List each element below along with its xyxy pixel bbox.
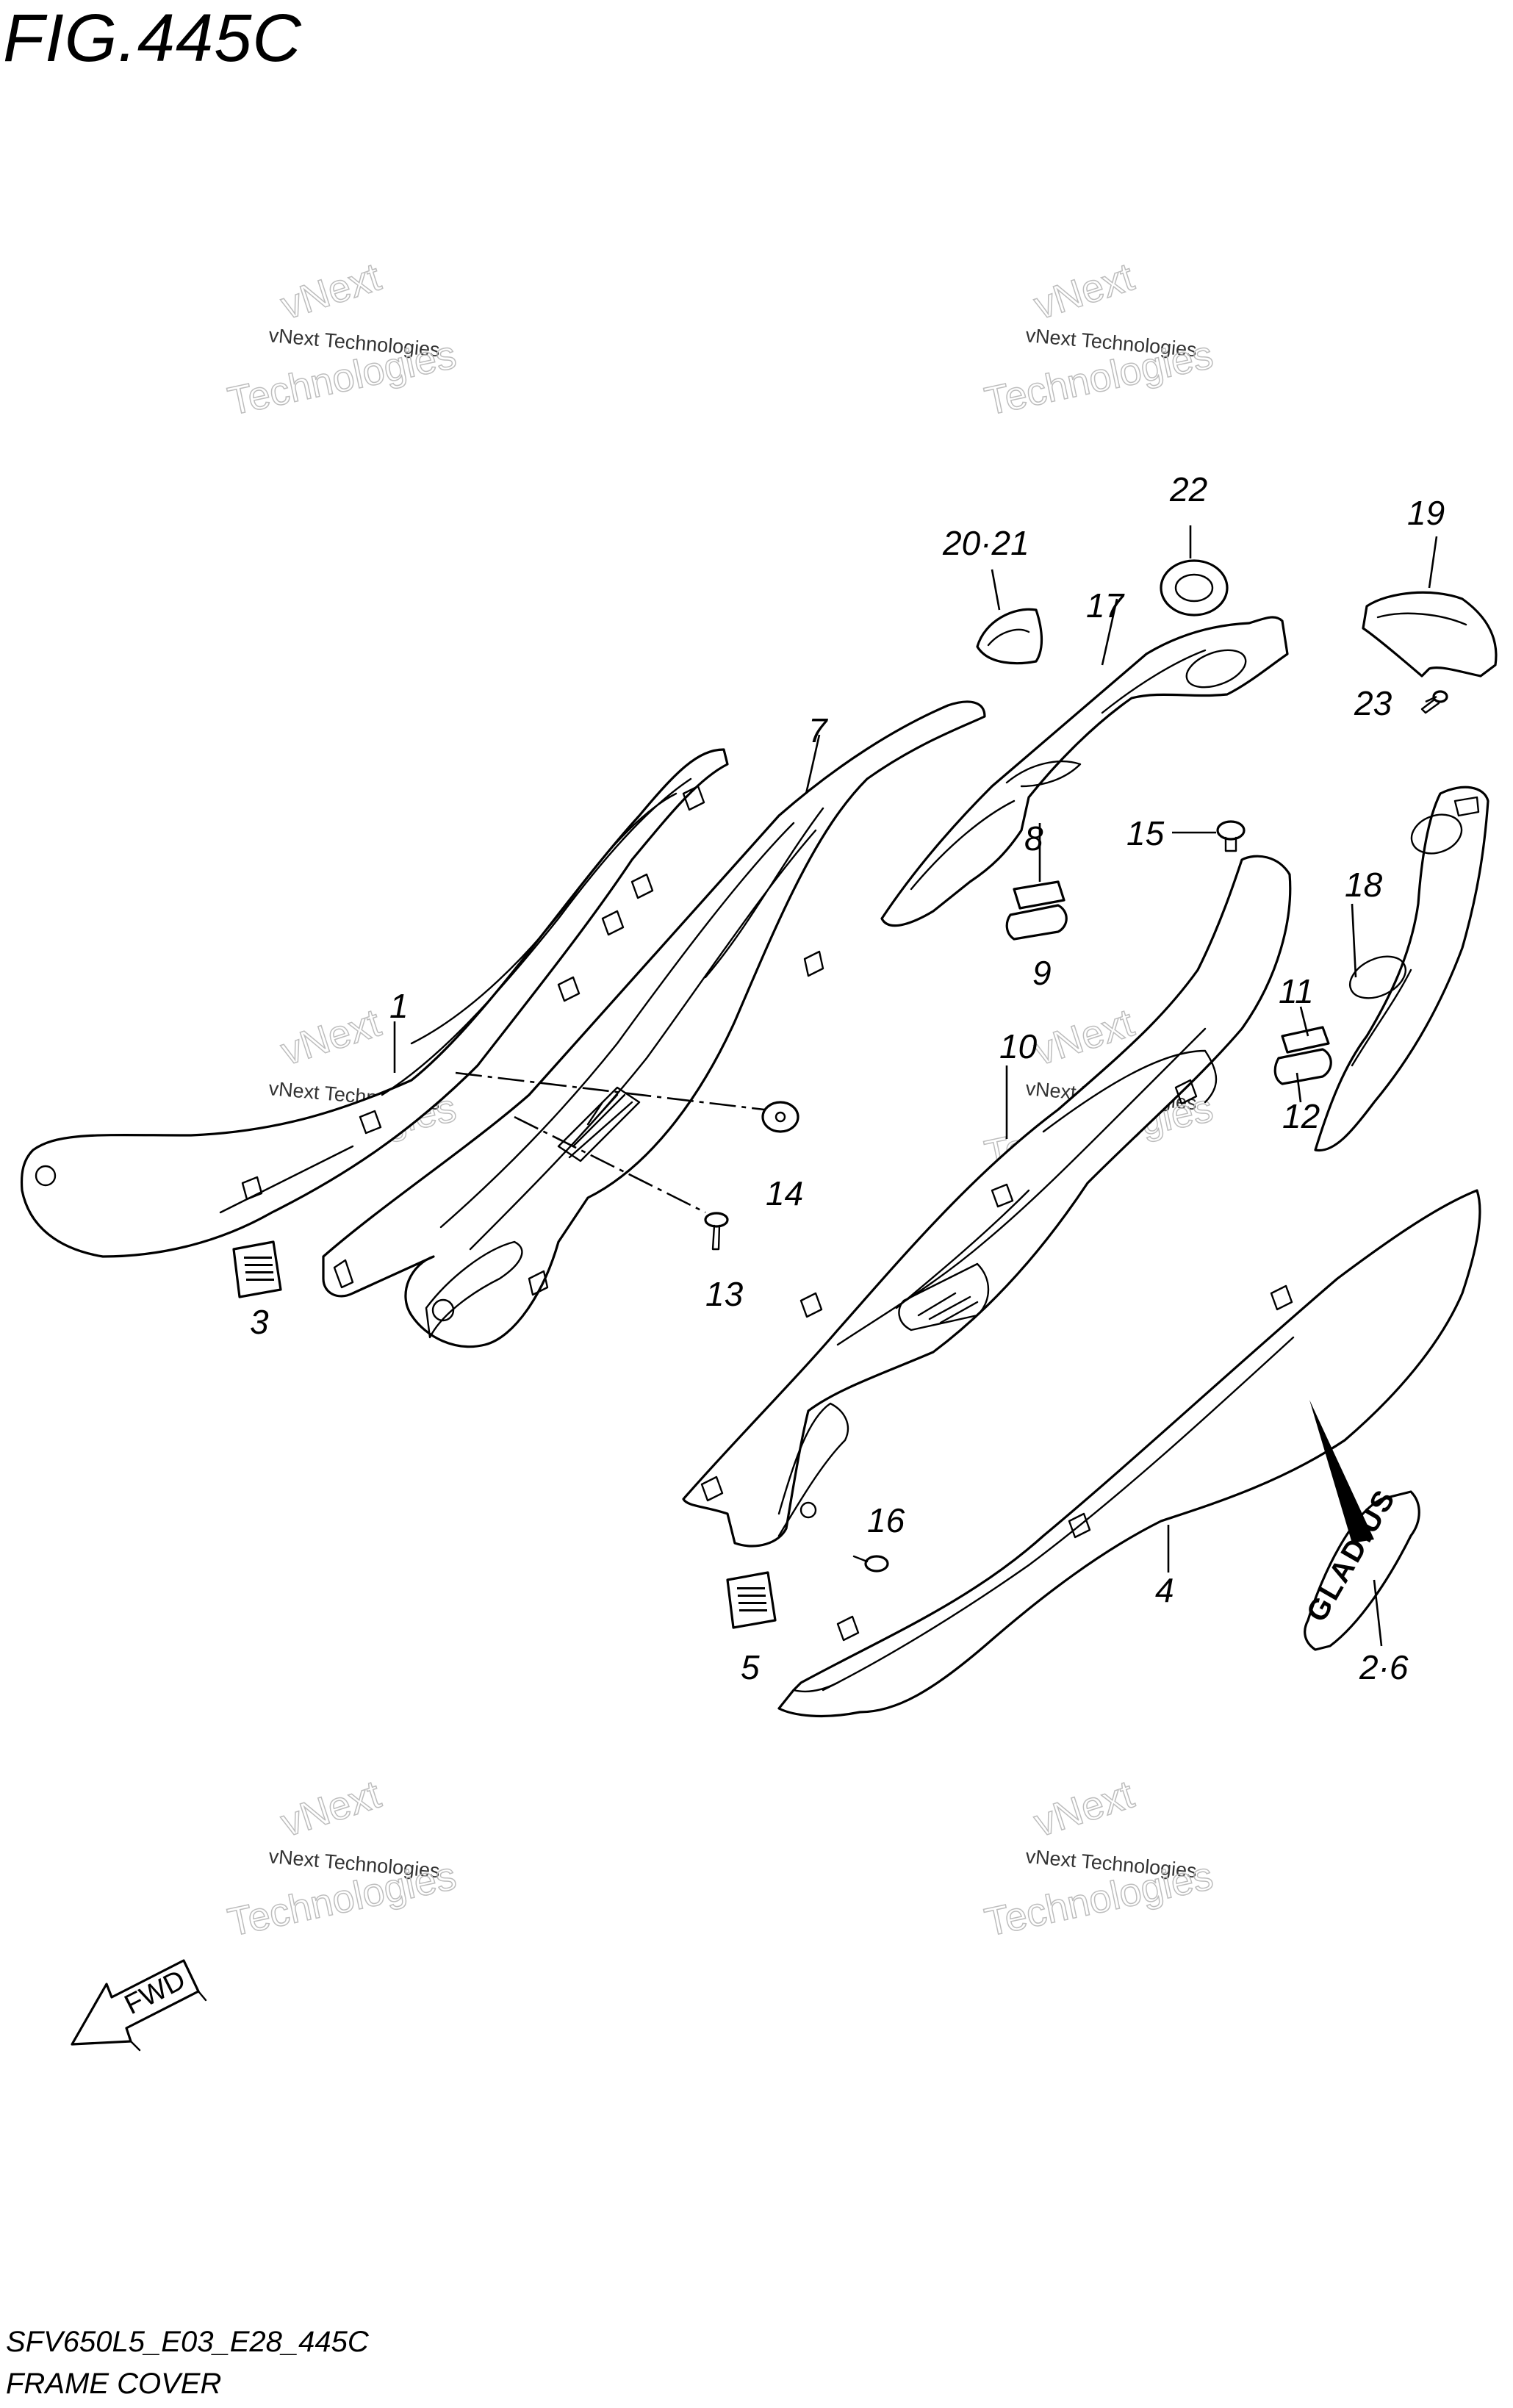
callout-12: 12 [1282,1097,1320,1135]
part-12-clip [1273,1048,1332,1085]
fwd-arrow: FWD [71,1959,207,2052]
callout-8: 8 [1024,819,1043,858]
watermark-bottom-right: vNext vNext Technologies Technologies [980,1772,1217,1946]
callout-11: 11 [1279,972,1314,1010]
callout-1: 1 [389,987,409,1025]
part-19-tail-cap [1362,591,1498,678]
callout-17: 17 [1086,586,1125,625]
part-13-screw [704,1212,729,1251]
callout-4: 4 [1155,1571,1174,1609]
callout-5: 5 [741,1648,760,1686]
part-15-bolt [1216,820,1246,852]
callout-18: 18 [1345,866,1383,904]
part-16-screw [852,1555,889,1573]
part-5-plate [726,1571,777,1629]
callout-20-21: 20·21 [942,524,1029,562]
figure-title: FIG.445C [3,1,302,76]
watermark-brand: vNext [276,1772,386,1846]
callout-13: 13 [705,1275,744,1313]
callout-19: 19 [1407,494,1445,532]
callout-7: 7 [808,711,828,750]
part-22-ring [1160,559,1229,617]
part-17-upper-tail-cover [880,616,1289,927]
watermark-brand: vNext [276,1001,386,1074]
leader-arrow-4 [1309,1400,1374,1543]
callout-14: 14 [766,1174,803,1212]
part-4-side-cover [777,1189,1481,1718]
callout-10: 10 [999,1027,1038,1065]
watermark-top-right: vNext vNext Technologies Technologies [980,254,1217,425]
diagram-name: FRAME COVER [6,2368,222,2400]
watermark-brand: vNext [1029,1772,1139,1846]
callout-16: 16 [867,1501,905,1539]
dash-lines [455,1071,765,1214]
callout-22: 22 [1169,470,1207,508]
part-8-clip [1013,880,1065,910]
part-10-right-inner-cover [682,855,1292,1548]
part-2-6-emblem: GLADIUS [1301,1483,1420,1651]
part-14-grommet [761,1101,799,1133]
callout-2-6: 2·6 [1359,1648,1409,1686]
part-3-plate [232,1240,282,1298]
callout-9: 9 [1032,954,1052,992]
watermark-brand: vNext [276,255,386,328]
watermark-brand: vNext [1029,255,1139,328]
part-11-clip [1281,1026,1330,1054]
part-7-center-frame-cover [322,700,986,1348]
callout-3: 3 [250,1303,269,1341]
part-20-21-cap [976,608,1043,665]
part-18-rear-side-cover [1314,786,1489,1152]
part-1-left-frame-cover [20,748,729,1258]
part-23-screw [1420,690,1448,714]
watermark-bottom-left: vNext vNext Technologies Technologies [223,1772,460,1946]
leader-lines [393,525,1438,1647]
watermark-top-left: vNext vNext Technologies Technologies [223,254,460,425]
part-9-clip [1005,904,1068,941]
callout-23: 23 [1354,684,1392,722]
callout-15: 15 [1126,814,1165,852]
callouts: 1 3 7 14 13 20·21 22 19 17 23 8 9 15 18 … [250,470,1445,1686]
diagram-code: SFV650L5_E03_E28_445C [6,2326,369,2358]
